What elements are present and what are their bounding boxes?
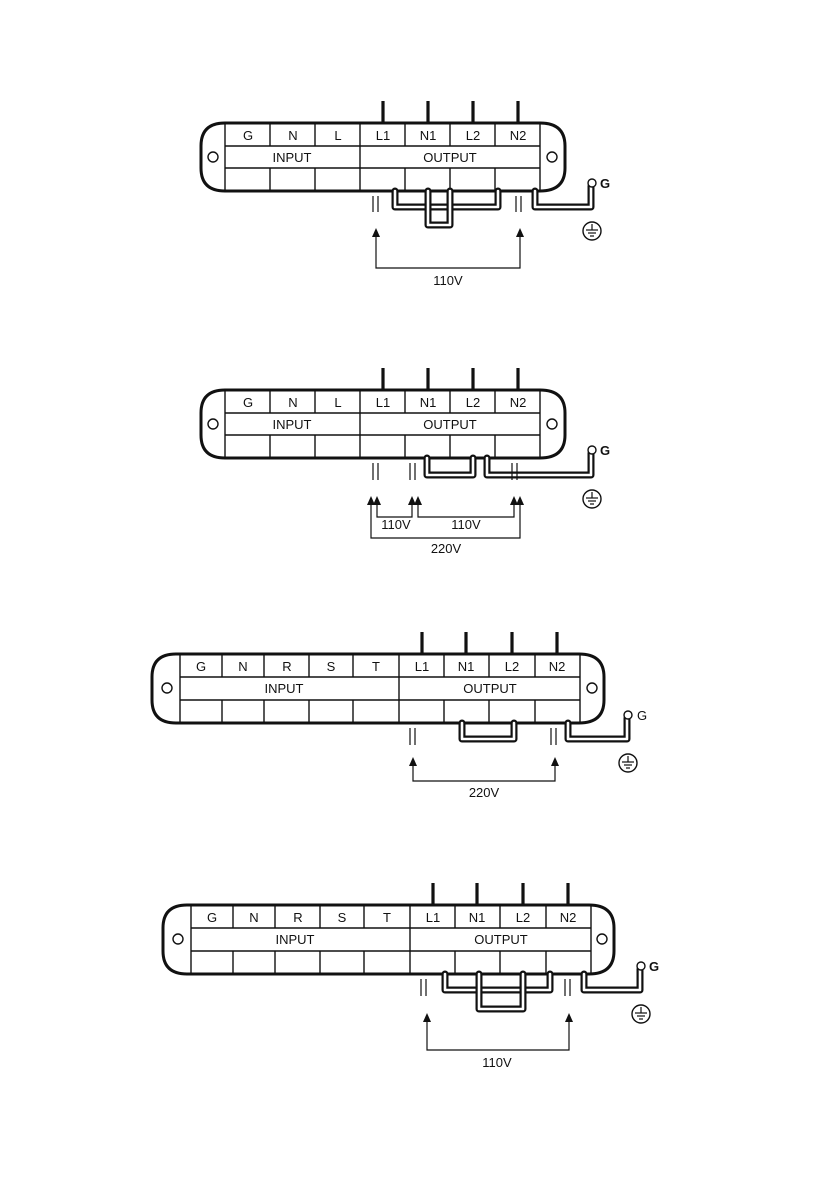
ground-label: G xyxy=(637,708,647,723)
arrow-up-icon xyxy=(551,757,559,766)
terminal-label: L2 xyxy=(505,659,519,674)
jumper-wires xyxy=(427,453,591,475)
terminal-label: L2 xyxy=(516,910,530,925)
arrow-up-icon xyxy=(373,496,381,505)
output-posts xyxy=(433,883,568,905)
output-posts xyxy=(383,368,518,390)
arrow-up-icon xyxy=(409,757,417,766)
arrow-up-icon xyxy=(565,1013,573,1022)
input-label: INPUT xyxy=(276,932,315,947)
mounting-hole-icon xyxy=(208,419,218,429)
terminal-label: N1 xyxy=(458,659,475,674)
terminal-label: L1 xyxy=(415,659,429,674)
terminal-label: L1 xyxy=(426,910,440,925)
output-posts xyxy=(422,632,557,654)
ground-terminal-icon xyxy=(624,711,632,719)
output-label: OUTPUT xyxy=(423,150,477,165)
earth-ground-icon xyxy=(632,1005,650,1023)
ground-label: G xyxy=(600,443,610,458)
terminal-label: N xyxy=(288,128,297,143)
diagram-single-phase-220v: G N L L1 N1 L2 N2 INPUT OUTPUT G xyxy=(201,368,610,556)
mounting-hole-icon xyxy=(173,934,183,944)
terminal-label: N xyxy=(288,395,297,410)
terminal-label: G xyxy=(243,395,253,410)
terminal-label: L1 xyxy=(376,395,390,410)
ground-terminal-icon xyxy=(588,179,596,187)
earth-ground-icon xyxy=(619,754,637,772)
arrow-up-icon xyxy=(414,496,422,505)
mounting-hole-icon xyxy=(587,683,597,693)
output-label: OUTPUT xyxy=(423,417,477,432)
mounting-hole-icon xyxy=(547,419,557,429)
terminal-label: T xyxy=(372,659,380,674)
terminal-label: L xyxy=(334,128,341,143)
output-label: OUTPUT xyxy=(463,681,517,696)
ground-terminal-icon xyxy=(588,446,596,454)
diagram-three-phase-220v: G N R S T L1 N1 L2 N2 INPUT OUTPUT G xyxy=(152,632,647,800)
terminal-label: S xyxy=(327,659,336,674)
mounting-hole-icon xyxy=(208,152,218,162)
output-posts xyxy=(383,101,518,123)
terminal-label: G xyxy=(243,128,253,143)
voltage-label: 110V xyxy=(451,517,481,532)
terminal-label: S xyxy=(338,910,347,925)
diagram-single-phase-110v: G N L L1 N1 L2 N2 INPUT OUTPUT G xyxy=(201,101,610,288)
arrow-up-icon xyxy=(516,496,524,505)
terminal-label: N2 xyxy=(510,395,527,410)
voltage-label: 110V xyxy=(381,517,411,532)
terminal-label: G xyxy=(196,659,206,674)
ground-label: G xyxy=(600,176,610,191)
terminal-label: G xyxy=(207,910,217,925)
arrow-up-icon xyxy=(516,228,524,237)
terminal-label: L xyxy=(334,395,341,410)
voltage-label: 220V xyxy=(431,541,462,556)
input-label: INPUT xyxy=(273,417,312,432)
mounting-hole-icon xyxy=(547,152,557,162)
terminal-label: N1 xyxy=(420,395,437,410)
terminal-label: N1 xyxy=(420,128,437,143)
ground-terminal-icon xyxy=(637,962,645,970)
arrow-up-icon xyxy=(423,1013,431,1022)
earth-ground-icon xyxy=(583,222,601,240)
mounting-hole-icon xyxy=(597,934,607,944)
terminal-label: N xyxy=(249,910,258,925)
earth-ground-icon xyxy=(583,490,601,508)
terminal-label: L2 xyxy=(466,128,480,143)
terminal-label: L2 xyxy=(466,395,480,410)
terminal-label: T xyxy=(383,910,391,925)
voltage-label: 110V xyxy=(482,1055,512,1070)
terminal-label: L1 xyxy=(376,128,390,143)
terminal-label: N1 xyxy=(469,910,486,925)
jumper-wires xyxy=(462,718,627,739)
voltage-label: 220V xyxy=(469,785,500,800)
ground-label: G xyxy=(649,959,659,974)
terminal-label: N2 xyxy=(549,659,566,674)
arrow-up-icon xyxy=(372,228,380,237)
terminal-label: R xyxy=(293,910,302,925)
input-label: INPUT xyxy=(273,150,312,165)
terminal-label: N2 xyxy=(560,910,577,925)
output-label: OUTPUT xyxy=(474,932,528,947)
terminal-label: R xyxy=(282,659,291,674)
diagram-three-phase-110v: G N R S T L1 N1 L2 N2 INPUT OUTPUT G xyxy=(163,883,659,1070)
terminal-label: N xyxy=(238,659,247,674)
input-label: INPUT xyxy=(265,681,304,696)
voltage-label: 110V xyxy=(433,273,463,288)
terminal-label: N2 xyxy=(510,128,527,143)
mounting-hole-icon xyxy=(162,683,172,693)
